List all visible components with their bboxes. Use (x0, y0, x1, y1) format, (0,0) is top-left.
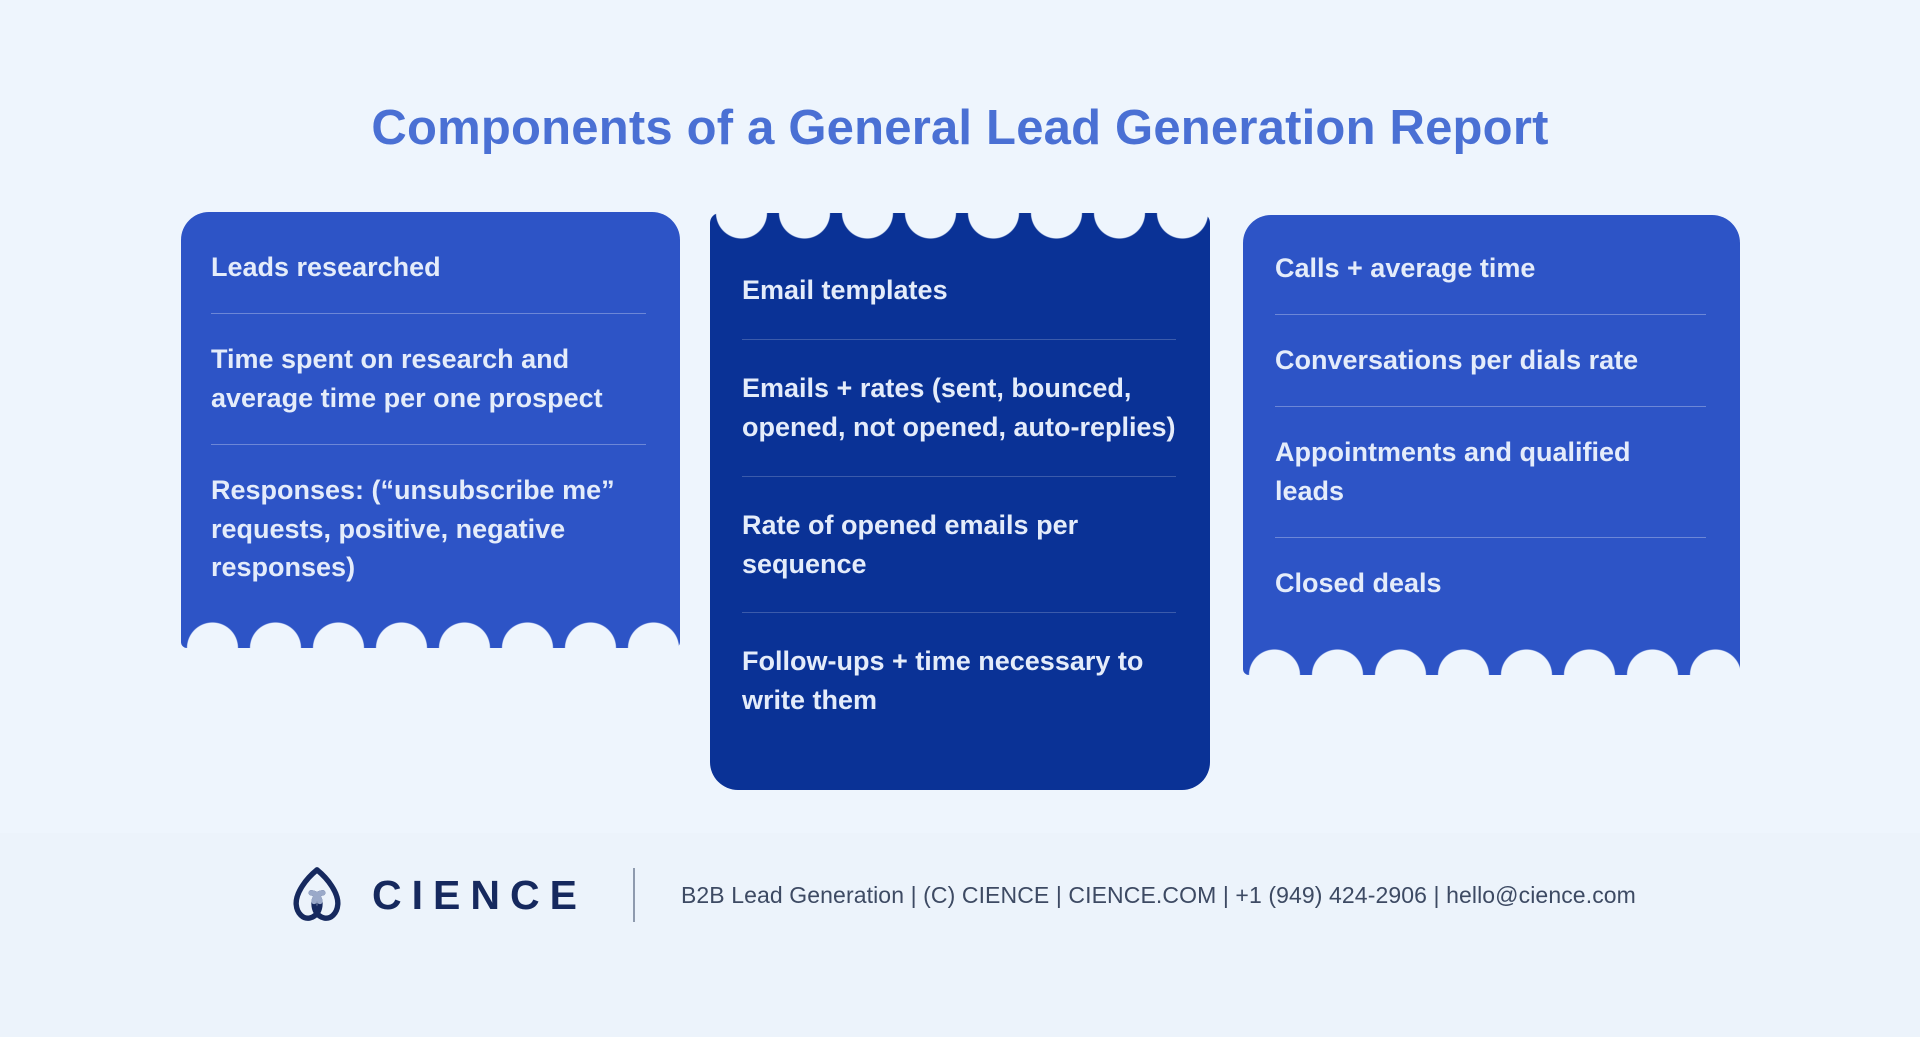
item-divider (1275, 313, 1706, 315)
card-item: Closed deals (1275, 567, 1442, 598)
cience-logo-icon (293, 867, 341, 921)
card-email-outreach-metrics: Email templates Emails + rates (sent, bo… (710, 213, 1210, 790)
card-item: Conversations per dials rate (1275, 344, 1639, 375)
card-item: Time spent on research and average time … (211, 343, 603, 413)
card-item: Email templates (742, 275, 948, 305)
item-divider (742, 338, 1176, 340)
cience-brand: CIENCE (284, 858, 587, 932)
scalloped-edge-bottom (1243, 647, 1740, 675)
item-divider (1275, 536, 1706, 538)
footer: CIENCE B2B Lead Generation | (C) CIENCE … (0, 858, 1920, 932)
scalloped-edge-bottom (181, 620, 680, 648)
card-item: Calls + average time (1275, 253, 1536, 283)
card-item: Follow-ups + time necessary to write the… (742, 646, 1144, 716)
card-item: Rate of opened emails per sequence (742, 509, 1079, 579)
item-divider (1275, 405, 1706, 407)
footer-background-band (0, 833, 1920, 1037)
brand-wordmark: CIENCE (372, 871, 587, 918)
item-divider (742, 475, 1176, 477)
card-prospecting-metrics: Leads researched Time spent on research … (181, 212, 680, 648)
footer-info-text: B2B Lead Generation | (C) CIENCE | CIENC… (680, 881, 1636, 908)
item-divider (211, 443, 646, 445)
card-item: Leads researched (211, 252, 441, 282)
card-item: Responses: (“unsubscribe me” requests, p… (211, 474, 615, 583)
card-calls-metrics: Calls + average time Conversations per d… (1243, 215, 1740, 675)
card-item: Appointments and qualified leads (1275, 436, 1631, 506)
scalloped-edge-top (710, 213, 1210, 241)
item-divider (211, 312, 646, 314)
footer-vertical-divider (632, 868, 635, 922)
card-item: Emails + rates (sent, bounced, opened, n… (742, 372, 1176, 442)
item-divider (742, 612, 1176, 614)
page-title: Components of a General Lead Generation … (371, 101, 1549, 155)
